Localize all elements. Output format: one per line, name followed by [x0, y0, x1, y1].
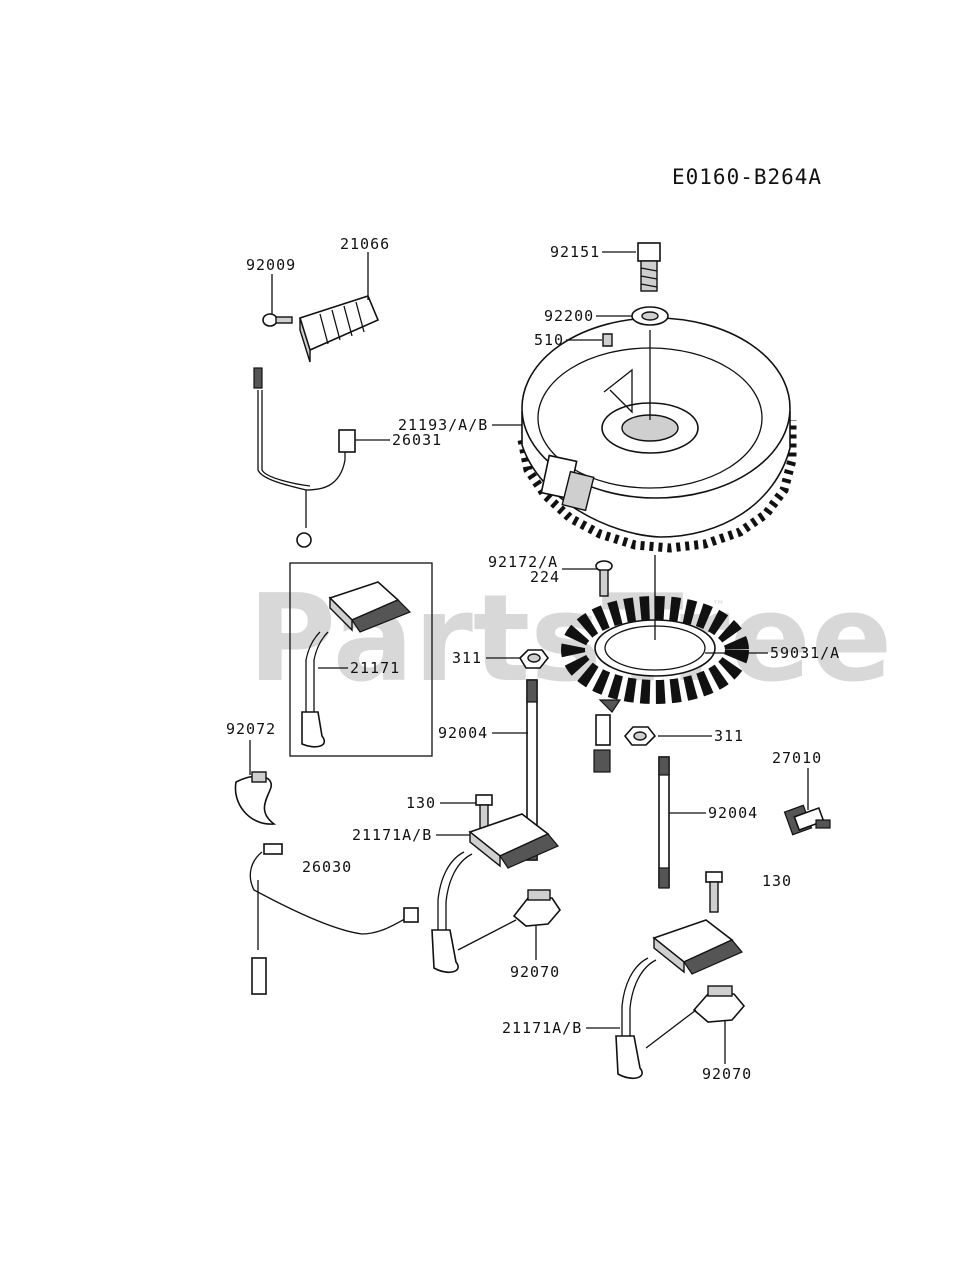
flywheel-bolt-part[interactable]: [637, 242, 661, 292]
ignition-coil-ab-part-2[interactable]: [615, 919, 743, 1080]
label-92200: 92200: [544, 307, 594, 325]
label-224: 224: [530, 568, 560, 586]
label-21193: 21193/A/B: [398, 416, 488, 434]
label-92004-left: 92004: [438, 724, 488, 742]
label-130-right: 130: [762, 872, 792, 890]
label-92070-lower: 92070: [702, 1065, 752, 1083]
label-21066: 21066: [340, 235, 390, 253]
nut-part-2[interactable]: [623, 726, 657, 746]
lead-wire-part[interactable]: [249, 843, 419, 995]
flywheel-key-part[interactable]: [602, 333, 613, 347]
stud-part-2[interactable]: [658, 756, 670, 889]
label-21171ab-upper: 21171A/B: [352, 826, 432, 844]
label-26030: 26030: [302, 858, 352, 876]
leader-lines: [249, 251, 809, 1064]
stator-part[interactable]: [561, 596, 749, 773]
ignition-coil-ab-part-1[interactable]: [431, 813, 559, 974]
flywheel-washer-part[interactable]: [631, 306, 669, 326]
label-92070-upper: 92070: [510, 963, 560, 981]
label-510: 510: [534, 331, 564, 349]
regulator-part[interactable]: [299, 295, 380, 363]
clamp-part[interactable]: [234, 771, 277, 825]
label-92009: 92009: [246, 256, 296, 274]
label-311-right: 311: [714, 727, 744, 745]
switch-part[interactable]: [783, 804, 831, 836]
wire-harness-part[interactable]: [253, 367, 356, 548]
label-21171: 21171: [350, 659, 400, 677]
flywheel-part[interactable]: [517, 317, 797, 553]
spark-plug-part-1[interactable]: [512, 889, 562, 927]
label-26031: 26031: [392, 431, 442, 449]
label-27010: 27010: [772, 749, 822, 767]
label-92151: 92151: [550, 243, 600, 261]
stator-screw-part[interactable]: [595, 560, 613, 597]
label-92004-right: 92004: [708, 804, 758, 822]
label-92072: 92072: [226, 720, 276, 738]
nut-part-1[interactable]: [518, 649, 550, 669]
label-21171ab-lower: 21171A/B: [502, 1019, 582, 1037]
bolt-part-2[interactable]: [705, 871, 723, 913]
ignition-coil-part[interactable]: [301, 581, 412, 748]
ignition-coil-box: [289, 562, 433, 757]
regulator-screw-part[interactable]: [262, 313, 293, 327]
label-130-left: 130: [406, 794, 436, 812]
watermark-text: PartsTree: [248, 570, 892, 709]
label-311-left: 311: [452, 649, 482, 667]
diagram-code: E0160-B264A: [672, 165, 822, 189]
watermark-trademark: ™: [712, 599, 725, 614]
label-59031: 59031/A: [770, 644, 840, 662]
label-92172: 92172/A: [488, 553, 558, 571]
spark-plug-part-2[interactable]: [692, 985, 746, 1023]
